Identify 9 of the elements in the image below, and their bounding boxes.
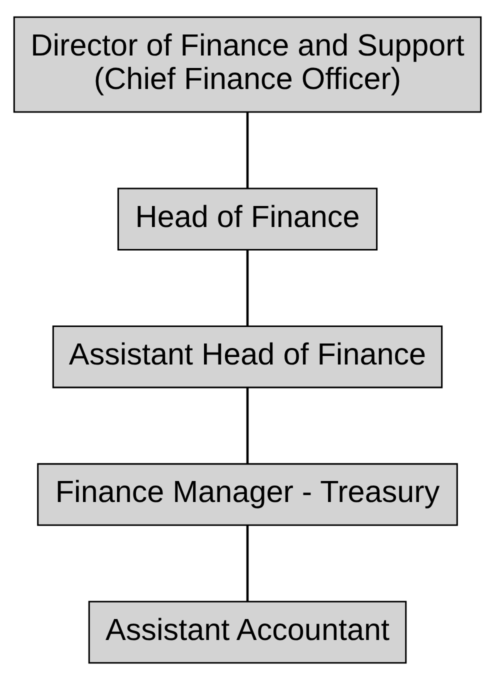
node-box: Assistant Head of Finance xyxy=(52,324,443,388)
node-box: Finance Manager - Treasury xyxy=(37,462,458,526)
node-box: Head of Finance xyxy=(117,187,378,250)
node-box: Director of Finance and Support (Chief Finance Officer) xyxy=(13,16,482,112)
connector xyxy=(246,387,249,464)
connector xyxy=(246,249,249,326)
connector xyxy=(246,524,249,602)
connector xyxy=(246,112,249,188)
node-box: Assistant Accountant xyxy=(88,600,407,664)
